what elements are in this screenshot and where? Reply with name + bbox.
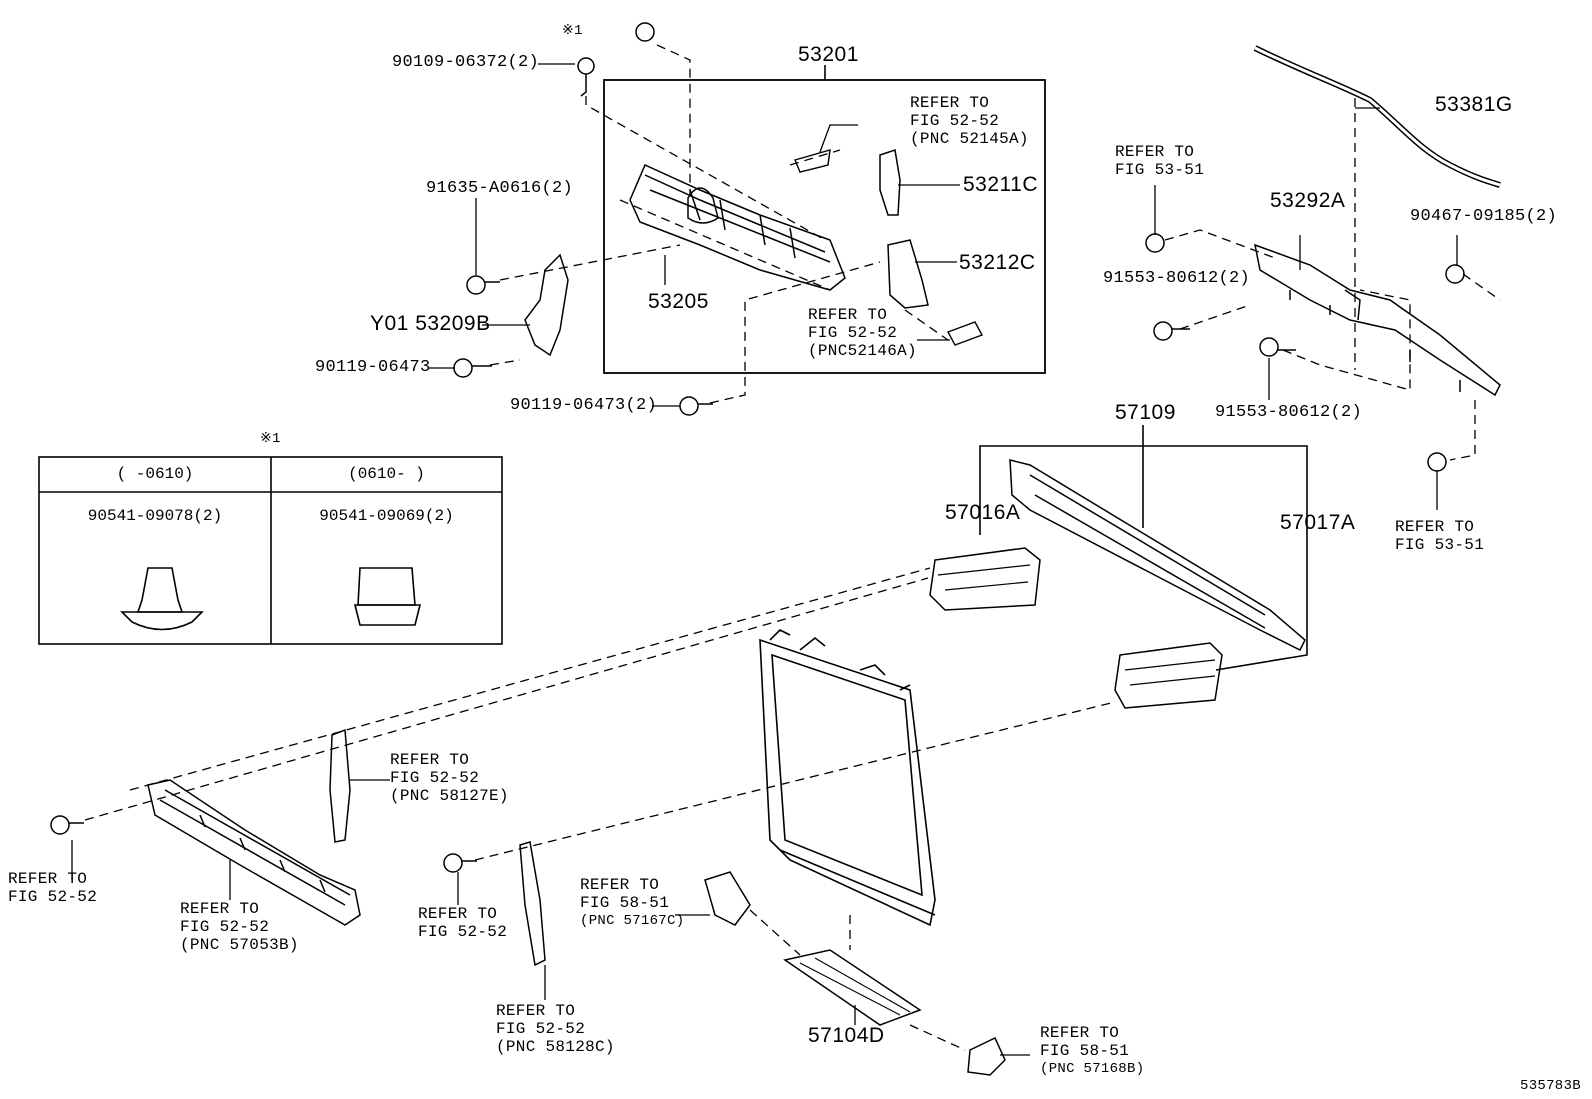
part-57017a-label: 57017A <box>1280 511 1356 534</box>
radiator-support-53292a <box>1254 243 1501 397</box>
part-53292a-label: 53292A <box>1270 189 1346 212</box>
table-col1-header: ( -0610) <box>116 465 194 483</box>
fastener-90109-label: 90109-06372(2) <box>392 53 540 72</box>
fastener-90119-label: 90119-06473 <box>315 358 431 377</box>
part-53211c-label: 53211C <box>963 173 1039 196</box>
member-57109 <box>1009 459 1306 652</box>
part-53381g-label: 53381G <box>1435 93 1513 116</box>
upper-support-53205 <box>629 164 846 291</box>
part-53209b-label: Y01 53209B <box>370 312 491 335</box>
cover-57104d <box>783 949 922 1026</box>
duct-57016a <box>929 547 1041 611</box>
fastener-90119-2-label: 90119-06473(2) <box>510 396 658 415</box>
seal-53381g <box>1253 45 1501 188</box>
part-57109-label: 57109 <box>1115 401 1176 424</box>
table-col1-part: 90541-09078(2) <box>87 507 223 525</box>
part-53201-label: 53201 <box>798 43 859 66</box>
bracket-53209b <box>524 253 569 357</box>
fastener-90467-label: 90467-09185(2) <box>1410 207 1558 226</box>
duct-57017a <box>1114 642 1223 709</box>
part-53212c-label: 53212C <box>959 251 1036 274</box>
radiator <box>759 629 936 927</box>
fastener-91635-label: 91635-A0616(2) <box>426 179 574 198</box>
bracket-53211c <box>879 149 901 216</box>
table-col2-header: (0610- ) <box>348 465 425 483</box>
bracket-57109 <box>979 445 1308 671</box>
part-57104d-label: 57104D <box>808 1024 885 1047</box>
mark-1-top: ※1 <box>562 23 583 39</box>
front-crossmember <box>147 779 361 926</box>
figure-code: 535783B <box>1520 1078 1581 1094</box>
part-57016a-label: 57016A <box>945 501 1021 524</box>
legend-table <box>38 456 503 645</box>
fastener-91553-b-label: 91553-80612(2) <box>1215 403 1363 422</box>
leader-lines <box>71 63 1458 1056</box>
table-col2-part: 90541-09069(2) <box>319 507 454 525</box>
bracket-53212c <box>887 239 929 309</box>
table-mark: ※1 <box>260 431 281 447</box>
part-53205-label: 53205 <box>648 290 709 313</box>
fastener-91553-a-label: 91553-80612(2) <box>1103 269 1251 288</box>
dashed-lines <box>84 44 1501 1051</box>
